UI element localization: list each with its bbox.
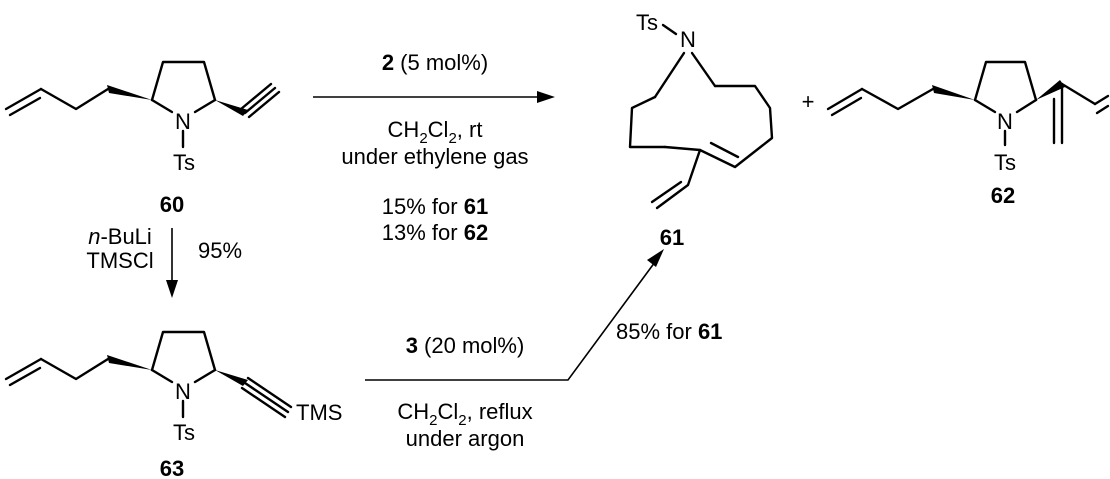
arrow-bottom xyxy=(365,249,664,381)
solvent-top-label: CH2Cl2, rt xyxy=(388,117,483,147)
solvent-bottom-label: CH2Cl2, reflux xyxy=(397,399,532,429)
arrow-down xyxy=(166,228,178,298)
catalyst-2-label: 2 (5 mol%) xyxy=(382,50,488,75)
tms-label-63: TMS xyxy=(296,400,342,425)
atmosphere-bottom-label: under argon xyxy=(406,426,525,451)
structure-60: N Ts 60 xyxy=(4,60,281,217)
structure-63: N Ts TMS 63 xyxy=(4,330,342,479)
reagent-nbuli-label: n-BuLi xyxy=(88,224,152,249)
yield-63-label: 95% xyxy=(198,238,242,263)
tosyl-label-62: Ts xyxy=(994,150,1016,175)
atom-n-60: N xyxy=(175,109,191,134)
structure-61: Ts N 61 xyxy=(628,10,774,250)
arrow-top xyxy=(313,91,555,103)
atmosphere-top-label: under ethylene gas xyxy=(341,144,528,169)
tosyl-label-63: Ts xyxy=(173,420,195,445)
structure-62: N Ts 62 xyxy=(826,60,1110,208)
compound-label-60: 60 xyxy=(160,192,184,217)
compound-label-63: 63 xyxy=(160,456,184,479)
yield-62-top-label: 13% for 62 xyxy=(382,220,488,245)
yield-61-bottom-label: 85% for 61 xyxy=(616,319,722,344)
atom-n-63: N xyxy=(175,379,191,404)
compound-label-61: 61 xyxy=(660,225,684,250)
atom-n-62: N xyxy=(997,109,1013,134)
plus-sign: + xyxy=(802,89,815,114)
reagent-tmscl-label: TMSCl xyxy=(86,248,153,273)
tosyl-label-60: Ts xyxy=(173,150,195,175)
atom-n-61: N xyxy=(680,27,696,52)
compound-label-62: 62 xyxy=(991,183,1015,208)
catalyst-3-label: 3 (20 mol%) xyxy=(406,333,525,358)
tosyl-label-61: Ts xyxy=(636,10,658,35)
yield-61-top-label: 15% for 61 xyxy=(382,194,488,219)
